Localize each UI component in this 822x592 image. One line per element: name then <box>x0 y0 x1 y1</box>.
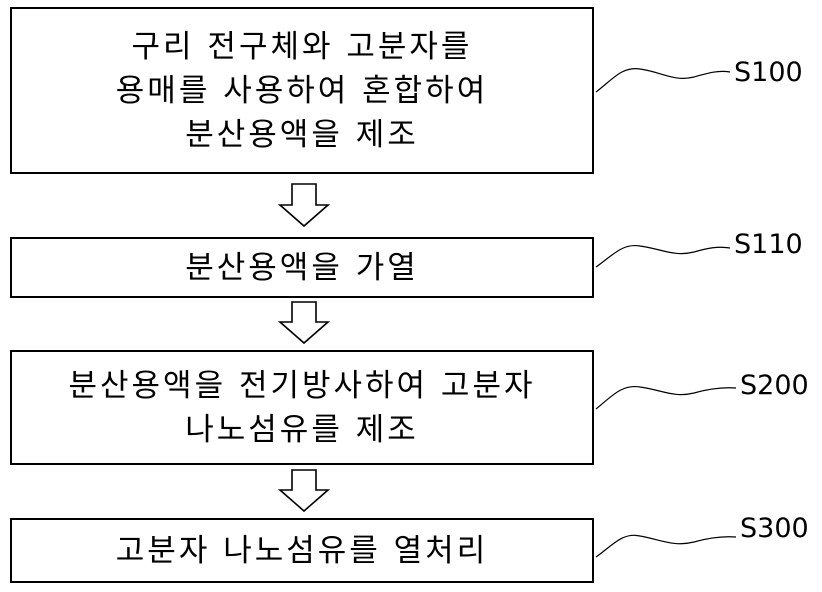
step-label-s100: S100 <box>734 57 803 88</box>
down-arrow-2-icon <box>277 301 331 345</box>
leader-line-s200 <box>595 385 737 410</box>
step-s100-line-2: 용매를 사용하여 혼합하여 <box>115 72 489 109</box>
step-s100-line-3: 분산용액을 제조 <box>185 116 419 153</box>
step-s110-line-1: 분산용액을 가열 <box>185 249 419 286</box>
leader-line-s300 <box>595 534 737 558</box>
step-box-s200: 분산용액을 전기방사하여 고분자 나노섬유를 제조 <box>10 350 594 465</box>
step-label-s110: S110 <box>734 229 803 260</box>
step-s200-line-2: 나노섬유를 제조 <box>185 411 419 448</box>
step-label-s300: S300 <box>740 513 809 544</box>
step-s300-line-1: 고분자 나노섬유를 열처리 <box>115 532 489 569</box>
step-box-s300: 고분자 나노섬유를 열처리 <box>10 518 594 583</box>
step-label-s200: S200 <box>740 370 809 401</box>
step-s100-line-1: 구리 전구체와 고분자를 <box>131 28 473 65</box>
leader-line-s110 <box>595 244 731 268</box>
step-s200-line-1: 분산용액을 전기방사하여 고분자 <box>68 367 536 404</box>
leader-line-s100 <box>595 68 731 93</box>
step-box-s110: 분산용액을 가열 <box>10 237 594 298</box>
down-arrow-3-icon <box>277 469 331 513</box>
step-box-s100: 구리 전구체와 고분자를 용매를 사용하여 혼합하여 분산용액을 제조 <box>10 7 594 174</box>
down-arrow-1-icon <box>277 183 331 228</box>
